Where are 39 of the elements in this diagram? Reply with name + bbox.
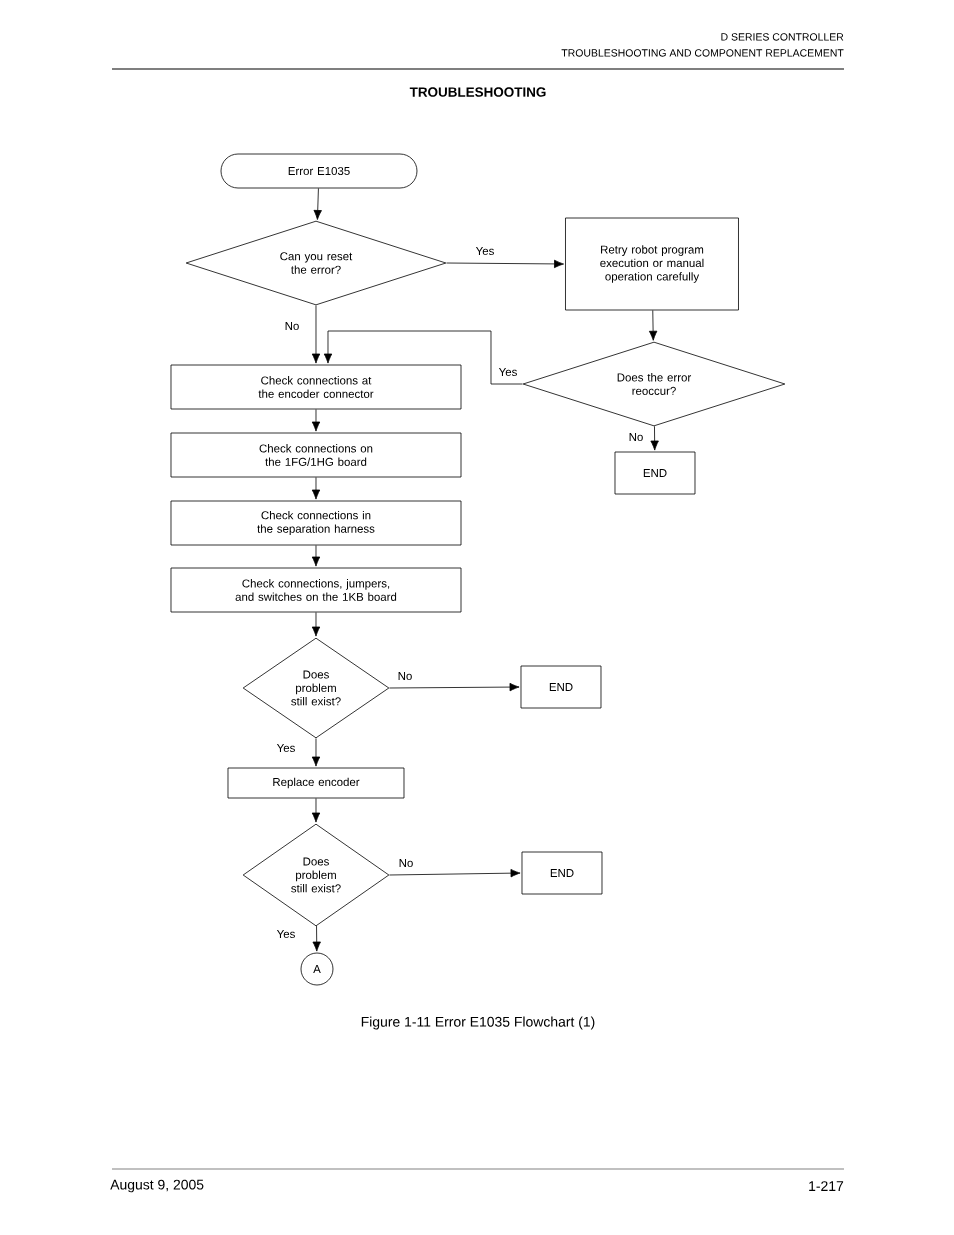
arrow bbox=[323, 330, 523, 385]
header-text: 1-217 bbox=[809, 1181, 844, 1191]
arrow bbox=[311, 612, 321, 637]
arrow bbox=[311, 409, 321, 432]
arrow bbox=[311, 305, 321, 364]
arrow bbox=[389, 682, 520, 692]
start-terminal: Error E1035 bbox=[220, 153, 418, 189]
header-text: D SERIES CONTROLLER bbox=[721, 33, 844, 41]
arrow bbox=[312, 925, 321, 952]
process-box: Replace encoder bbox=[227, 767, 405, 799]
process-box: Retry robot program execution or manual operation carefully bbox=[565, 217, 739, 311]
edge-label: Yes bbox=[275, 929, 297, 939]
edge-label: No bbox=[397, 858, 415, 868]
process-box: Check connections on the 1FG/1HG board bbox=[170, 432, 462, 478]
edge-label: No bbox=[396, 671, 414, 681]
arrow bbox=[650, 425, 659, 451]
process-box: Check connections in the separation harness bbox=[170, 500, 462, 546]
arrow bbox=[311, 477, 321, 500]
arrow bbox=[389, 869, 521, 878]
process-box: END bbox=[614, 451, 696, 495]
process-box: END bbox=[521, 851, 603, 895]
edge-label: Yes bbox=[497, 367, 519, 377]
arrow bbox=[311, 738, 321, 767]
arrow bbox=[446, 259, 564, 269]
caption: Figure 1-11 Error E1035 Flowchart (1) bbox=[361, 1016, 595, 1030]
header-text: TROUBLESHOOTING AND COMPONENT REPLACEMENT bbox=[561, 49, 844, 57]
edge-label: No bbox=[627, 432, 645, 442]
process-box: Check connections, jumpers, and switches on the 1KB board bbox=[170, 567, 462, 613]
header-text: August 9, 2005 bbox=[110, 1179, 204, 1193]
title: TROUBLESHOOTING bbox=[409, 87, 546, 97]
arrow bbox=[648, 310, 658, 341]
arrow bbox=[313, 188, 322, 220]
process-box: END bbox=[520, 665, 602, 709]
edge-label: Yes bbox=[275, 743, 297, 753]
edge-label: No bbox=[283, 321, 301, 331]
process-box: Check connections at the encoder connector bbox=[170, 364, 462, 410]
edge-label: Yes bbox=[474, 246, 496, 256]
arrow bbox=[311, 545, 321, 567]
arrow bbox=[311, 798, 321, 823]
